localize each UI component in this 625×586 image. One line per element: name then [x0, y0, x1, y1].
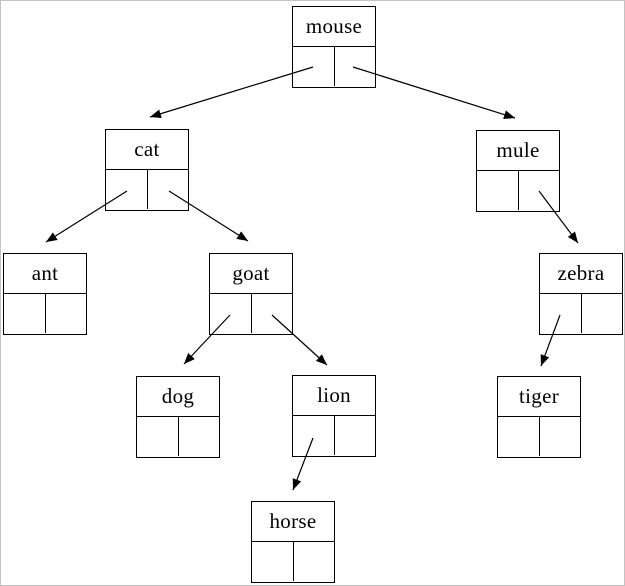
tree-node-ant: ant [3, 253, 87, 335]
node-label: lion [293, 376, 375, 416]
pointer-cells [4, 294, 86, 333]
tree-node-dog: dog [136, 376, 220, 458]
left-pointer-cell [4, 294, 46, 333]
pointer-cells [540, 294, 622, 333]
node-label: zebra [540, 254, 622, 294]
left-pointer-cell [498, 417, 540, 456]
pointer-cells [293, 47, 375, 86]
left-pointer-cell [293, 47, 335, 86]
edge-mouse-right-to-mule [352, 66, 516, 119]
pointer-cells [106, 170, 188, 209]
pointer-cells [477, 171, 559, 210]
node-label: cat [106, 130, 188, 170]
node-label: ant [4, 254, 86, 294]
node-label: mule [477, 131, 559, 171]
tree-node-horse: horse [251, 501, 335, 583]
pointer-cells [210, 294, 292, 333]
right-pointer-cell [335, 47, 376, 86]
right-pointer-cell [582, 294, 623, 333]
tree-node-goat: goat [209, 253, 293, 335]
node-label: goat [210, 254, 292, 294]
left-pointer-cell [106, 170, 148, 209]
right-pointer-cell [540, 417, 581, 456]
right-pointer-cell [294, 542, 335, 581]
right-pointer-cell [519, 171, 560, 210]
node-label: horse [252, 502, 334, 542]
tree-node-lion: lion [292, 375, 376, 457]
pointer-cells [137, 417, 219, 456]
right-pointer-cell [335, 416, 376, 455]
edge-mouse-left-to-cat [149, 66, 314, 119]
node-label: mouse [293, 7, 375, 47]
node-label: dog [137, 377, 219, 417]
tree-node-cat: cat [105, 129, 189, 211]
tree-node-zebra: zebra [539, 253, 623, 335]
left-pointer-cell [293, 416, 335, 455]
right-pointer-cell [148, 170, 189, 209]
node-label: tiger [498, 377, 580, 417]
right-pointer-cell [46, 294, 87, 333]
left-pointer-cell [477, 171, 519, 210]
left-pointer-cell [540, 294, 582, 333]
left-pointer-cell [210, 294, 252, 333]
pointer-cells [252, 542, 334, 581]
left-pointer-cell [137, 417, 179, 456]
tree-node-mule: mule [476, 130, 560, 212]
pointer-cells [293, 416, 375, 455]
pointer-cells [498, 417, 580, 456]
right-pointer-cell [179, 417, 220, 456]
right-pointer-cell [252, 294, 293, 333]
tree-node-mouse: mouse [292, 6, 376, 88]
tree-node-tiger: tiger [497, 376, 581, 458]
left-pointer-cell [252, 542, 294, 581]
